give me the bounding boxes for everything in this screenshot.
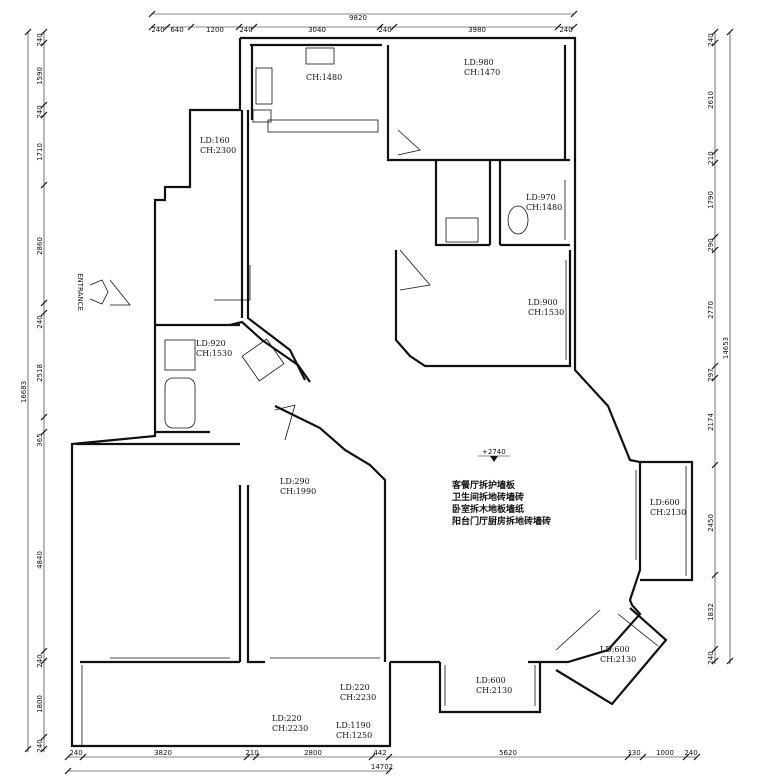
left-dim-11: 1800	[36, 695, 44, 713]
left-dim-5: 2860	[36, 237, 44, 255]
left-dim-10: 240	[36, 654, 44, 667]
room-ch: CH:2230	[272, 724, 308, 733]
room-ch: CH:1470	[464, 68, 500, 77]
room-ch: CH:2130	[600, 655, 636, 664]
left-dim-7: 2518	[36, 364, 44, 382]
room-ch: CH:1990	[280, 487, 316, 496]
toilet-icon	[164, 339, 196, 371]
top-dim-2: 640	[170, 26, 183, 34]
top-dim-8: 240	[559, 26, 572, 34]
right-dim-5: 290	[707, 238, 715, 251]
entrance-label: ENTRANCE	[76, 273, 84, 311]
left-dim-2: 1590	[36, 67, 44, 85]
right-dim-4: 1790	[707, 191, 715, 209]
note-line: 卫生间拆地砖墙砖	[452, 491, 524, 503]
room-ld: LD:220	[272, 714, 302, 723]
note-line: 卧室拆木地板墙纸	[452, 503, 524, 515]
right-dim-11: 240	[707, 651, 715, 664]
top-dim-1: 240	[151, 26, 164, 34]
left-dim-6: 240	[36, 315, 44, 328]
bathtub-icon	[164, 377, 196, 429]
sink-icon	[305, 47, 335, 65]
right-dimension: 14653 240 2610 210 1790 290 2770 297 217…	[707, 28, 734, 665]
entrance-marker: ENTRANCE	[76, 273, 109, 311]
left-dimension: 16683 240 1590 240 1710 2860 240 2518 36…	[20, 28, 48, 753]
top-dimension: 9820 240 640 1200 240 3040 240 3980 240	[148, 10, 578, 34]
room-ld: LD:900	[528, 298, 558, 307]
room-labels: CH:1480 LD:980 CH:1470 LD:160 CH:2300 LD…	[196, 58, 686, 740]
room-ld: LD:600	[650, 498, 680, 507]
right-dim-1: 240	[707, 33, 715, 46]
room-ch: CH:1480	[306, 73, 342, 82]
note-line: 客餐厅拆护墙板	[451, 479, 516, 491]
room-ld: LD:970	[526, 193, 556, 202]
walls	[70, 36, 694, 748]
bottom-dim-2: 3820	[154, 749, 172, 757]
bottom-dim-9: 240	[684, 749, 697, 757]
room-ch: CH:2300	[200, 146, 236, 155]
bottom-dim-3: 210	[245, 749, 258, 757]
room-ld: LD:600	[476, 676, 506, 685]
left-dim-12: 240	[36, 739, 44, 752]
bottom-total-dim: 14702	[371, 763, 393, 771]
bottom-dimension: 14702 240 3820 210 2800 442 5620 330 100…	[64, 749, 701, 775]
top-dim-7: 3980	[468, 26, 486, 34]
room-ch: CH:2230	[340, 693, 376, 702]
right-dim-10: 1832	[707, 603, 715, 621]
right-dim-7: 297	[707, 368, 715, 381]
bottom-dim-6: 5620	[499, 749, 517, 757]
room-ld: LD:1190	[336, 721, 371, 730]
right-dim-8: 2174	[707, 413, 715, 431]
note-line: 阳台门厅厨房拆地砖墙砖	[452, 515, 551, 527]
demolition-notes: 客餐厅拆护墙板 卫生间拆地砖墙砖 卧室拆木地板墙纸 阳台门厅厨房拆地砖墙砖	[451, 479, 551, 527]
left-dim-9: 4840	[36, 551, 44, 569]
room-ch: CH:2130	[476, 686, 512, 695]
top-dim-4: 240	[239, 26, 252, 34]
stove-icon	[255, 67, 273, 105]
top-dim-5: 3040	[308, 26, 326, 34]
room-ld: LD:220	[340, 683, 370, 692]
right-dim-3: 210	[707, 151, 715, 164]
room-ld: LD:290	[280, 477, 310, 486]
right-dim-2: 2610	[707, 91, 715, 109]
left-total-dim: 16683	[20, 381, 28, 403]
bottom-dim-7: 330	[627, 749, 640, 757]
bottom-dim-5: 442	[373, 749, 386, 757]
level-mark: +2740	[478, 448, 510, 462]
room-ld: LD:160	[200, 136, 230, 145]
room-ld: LD:920	[196, 339, 226, 348]
level-mark-text: +2740	[482, 448, 506, 456]
room-ld: LD:600	[600, 645, 630, 654]
right-dim-6: 2770	[707, 301, 715, 319]
right-total-dim: 14653	[722, 337, 730, 359]
bottom-dim-1: 240	[69, 749, 82, 757]
fixtures	[109, 47, 637, 659]
basin-icon	[445, 217, 479, 243]
left-dim-3: 240	[36, 105, 44, 118]
room-ch: CH:2130	[650, 508, 686, 517]
room-ld: LD:980	[464, 58, 494, 67]
room-ch: CH:1480	[526, 203, 562, 212]
room-ch: CH:1530	[196, 349, 232, 358]
left-dim-4: 1710	[36, 143, 44, 161]
room-ch: CH:1530	[528, 308, 564, 317]
bottom-dim-4: 2800	[304, 749, 322, 757]
top-total-dim: 9820	[349, 14, 367, 22]
room-ch: CH:1250	[336, 731, 372, 740]
right-dim-9: 2450	[707, 514, 715, 532]
top-dim-6: 240	[378, 26, 391, 34]
toilet-right-icon	[507, 205, 529, 235]
left-dim-8: 365	[36, 433, 44, 446]
bottom-dim-8: 1000	[656, 749, 674, 757]
left-dim-1: 240	[36, 33, 44, 46]
top-dim-3: 1200	[206, 26, 224, 34]
